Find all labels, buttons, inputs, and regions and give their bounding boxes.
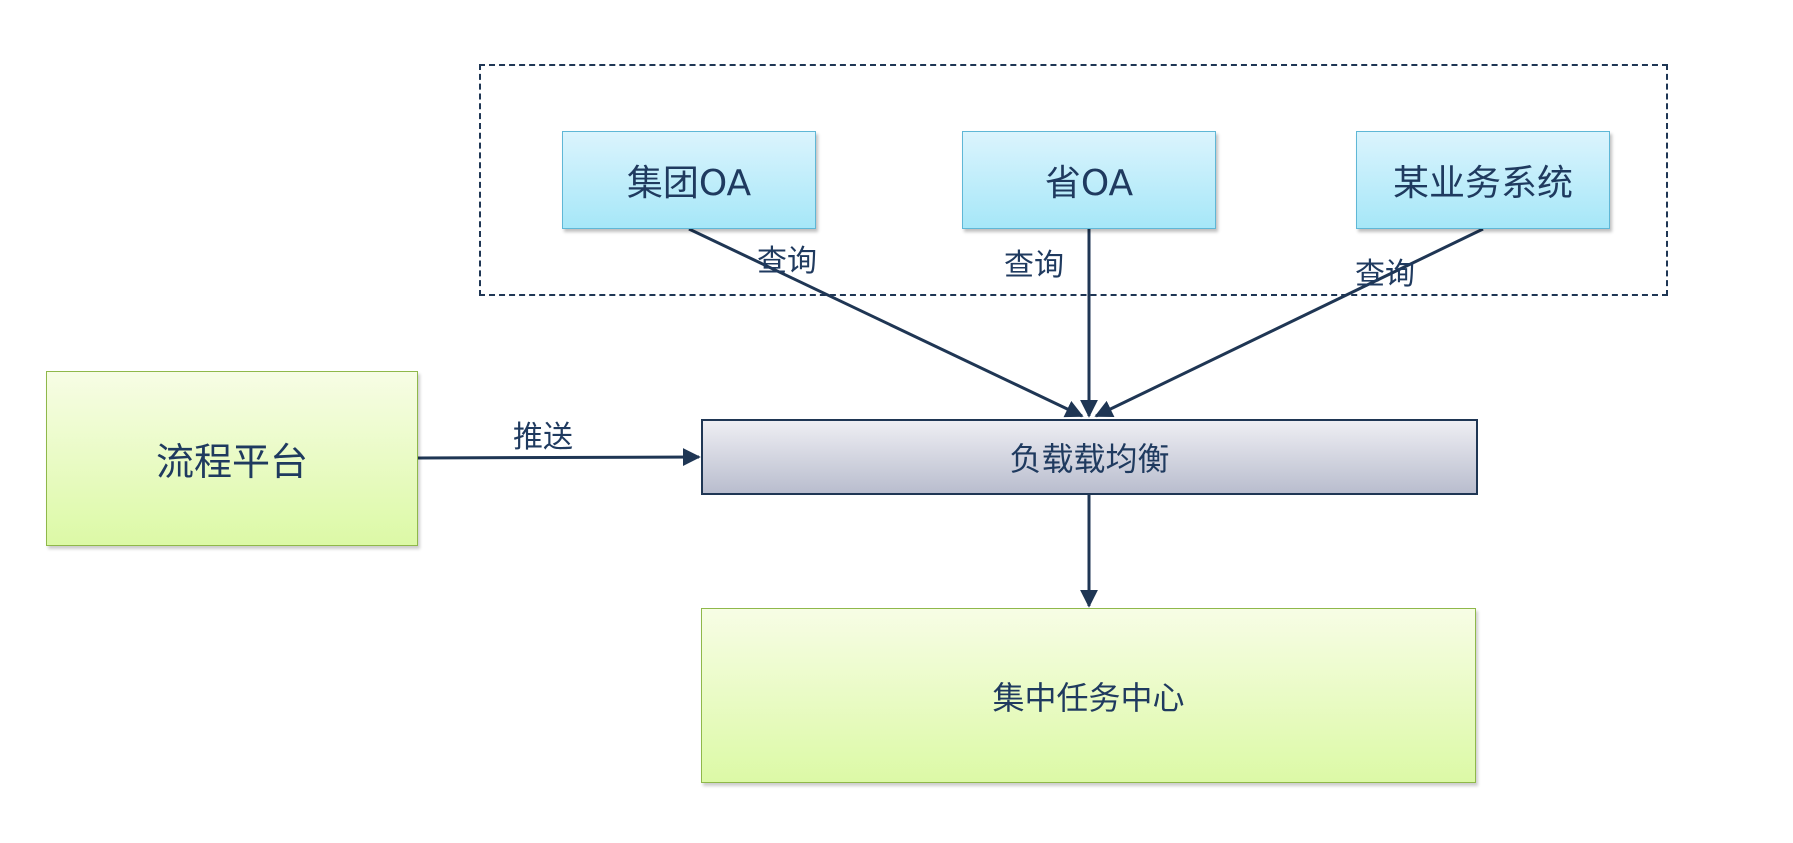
node-task-center-label: 集中任务中心 — [992, 678, 1185, 717]
edge-platform-to-lb — [417, 448, 701, 467]
edge-business-system-to-lb — [1094, 227, 1484, 418]
edge-group-oa-to-lb — [688, 227, 1084, 418]
edge-label-query-province-oa: 查询 — [1004, 248, 1064, 283]
node-process-platform: 流程平台 — [46, 371, 418, 546]
edge-label-push: 推送 — [513, 420, 573, 455]
node-province-oa: 省OA — [962, 131, 1216, 229]
node-business-system: 某业务系统 — [1356, 131, 1610, 229]
node-process-platform-label: 流程平台 — [155, 440, 308, 484]
node-group-oa-label: 集团OA — [626, 163, 752, 204]
node-load-balancer: 负载载均衡 — [701, 419, 1478, 495]
node-business-system-label: 某业务系统 — [1392, 163, 1573, 204]
node-province-oa-label: 省OA — [1044, 163, 1134, 204]
node-group-oa: 集团OA — [562, 131, 816, 229]
source-systems-group — [479, 64, 1668, 296]
edge-label-query-business-system: 查询 — [1355, 257, 1415, 292]
node-load-balancer-label: 负载载均衡 — [1009, 440, 1170, 478]
node-task-center: 集中任务中心 — [701, 608, 1476, 783]
edge-label-query-group-oa: 查询 — [757, 244, 817, 279]
